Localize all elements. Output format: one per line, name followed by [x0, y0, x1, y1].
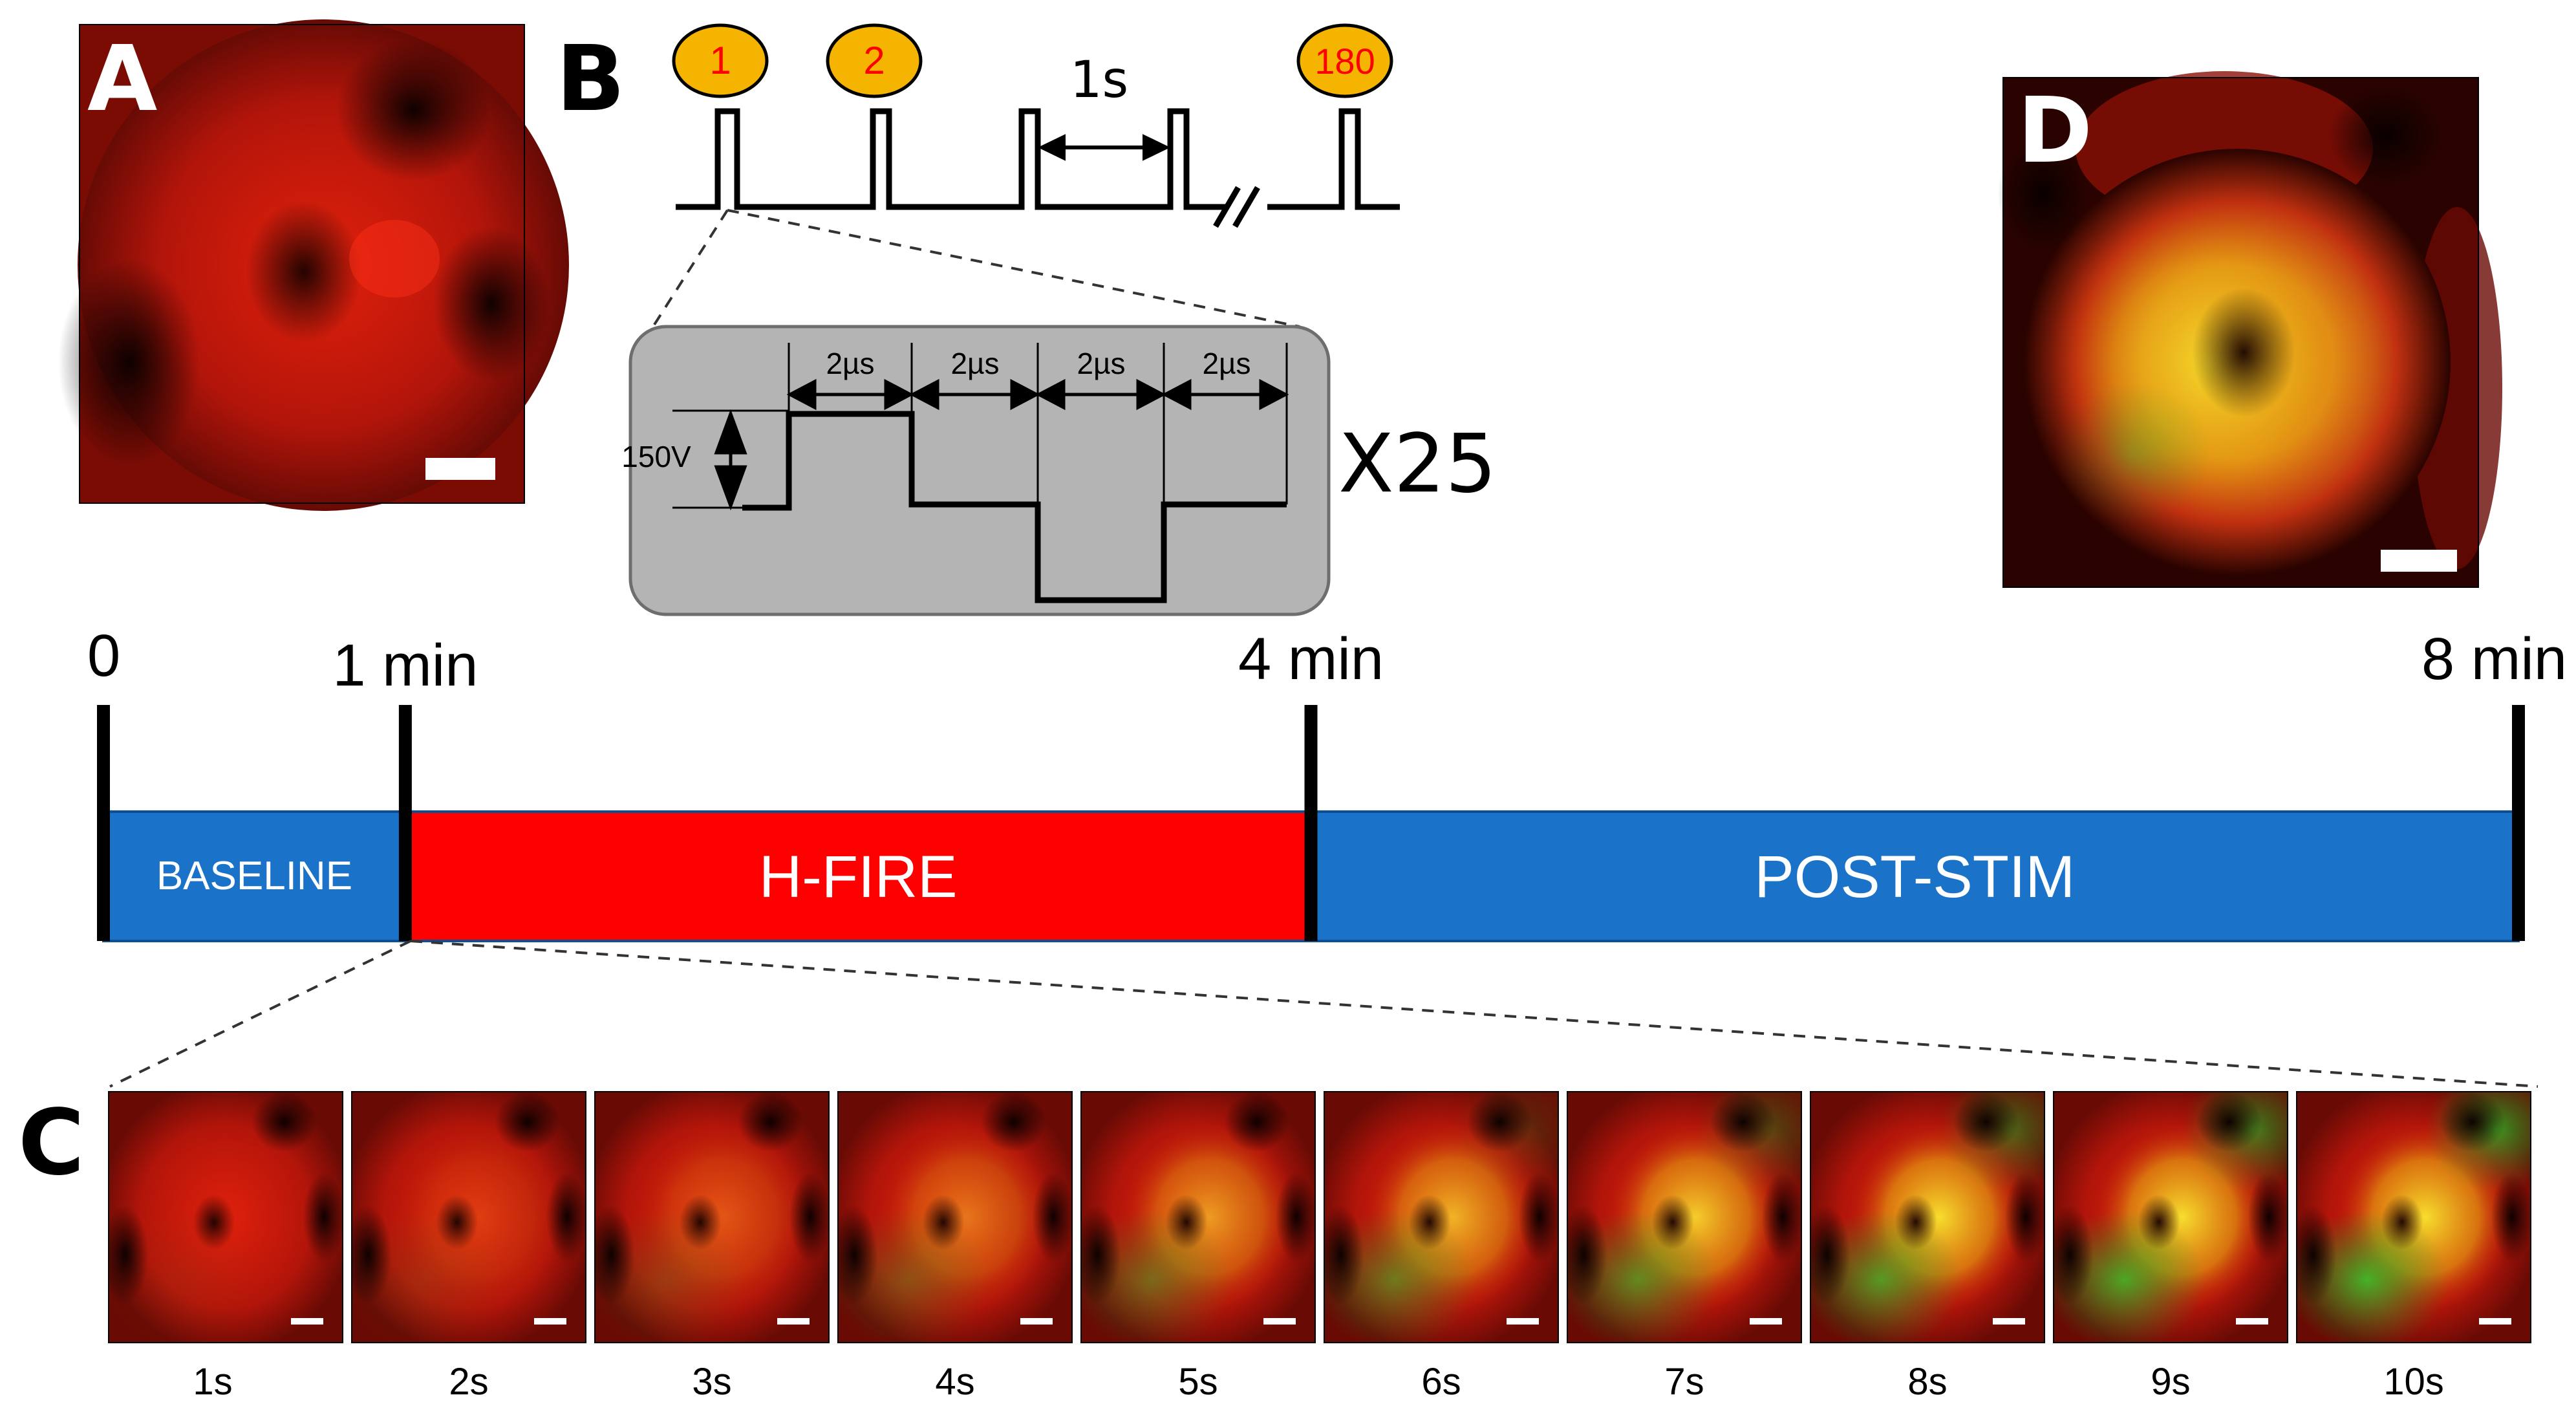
panel-a-label: A: [87, 27, 157, 132]
tick-label: 4 min: [1238, 626, 1384, 692]
frame-1s: 1s: [108, 1091, 343, 1403]
segment-label: 2µs: [1077, 347, 1125, 380]
tick-4-min: 4 min: [1238, 626, 1384, 941]
phase-bars: BASELINE H-FIRE POST-STIM: [102, 810, 2520, 942]
frame-time-label: 7s: [1664, 1361, 1704, 1403]
frame-6s: 6s: [1324, 1091, 1559, 1403]
axis-break: [1213, 186, 1241, 228]
panel-b-label: B: [556, 27, 625, 132]
frame-time-label: 9s: [2151, 1361, 2190, 1403]
segment-label: 2µs: [826, 347, 874, 380]
frame-time-label: 2s: [449, 1361, 488, 1403]
svg-text:2: 2: [863, 39, 885, 82]
frame-time-label: 8s: [1907, 1361, 1947, 1403]
frame-time-label: 5s: [1178, 1361, 1218, 1403]
frame-4s: 4s: [837, 1091, 1073, 1403]
amplitude-label: 150V: [621, 440, 691, 473]
segment-arrow: [786, 378, 914, 411]
scale-bar: [1750, 1318, 1782, 1325]
phase-label: H-FIRE: [759, 844, 958, 910]
panel-d-micrograph: [1998, 71, 2502, 588]
scale-bar: [534, 1318, 566, 1325]
pulse-marker-1: 1: [672, 23, 769, 98]
frame-time-label: 6s: [1421, 1361, 1461, 1403]
scale-bar: [2479, 1318, 2511, 1325]
scale-bar: [1020, 1318, 1053, 1325]
pulse-marker-2: 2: [826, 23, 923, 98]
frame-7s: 7s: [1567, 1091, 1802, 1403]
panel-a: A: [58, 19, 569, 511]
panel-b: B 1 2 180 1s: [556, 23, 1497, 616]
tick-label: 1 min: [332, 633, 478, 698]
segment-arrow: [1035, 378, 1166, 411]
tick-1-min: 1 min: [332, 633, 478, 941]
frame-8s: 8s: [1810, 1091, 2045, 1403]
frame-time-label: 3s: [692, 1361, 731, 1403]
scale-bar: [1993, 1318, 2025, 1325]
frame-5s: 5s: [1080, 1091, 1316, 1403]
burst-waveform-box: 150V: [621, 325, 1331, 616]
interval-label: 1s: [1070, 51, 1128, 109]
zoom-lines-frames: [109, 940, 2538, 1088]
scale-bar: [425, 458, 495, 480]
zoom-lines-burst: [652, 209, 1300, 328]
svg-text:180: 180: [1315, 41, 1375, 81]
frame-time-label: 1s: [193, 1361, 232, 1403]
scale-bar: [1263, 1318, 1296, 1325]
timeline-ticks: 0 1 min 4 min 8 min: [87, 623, 2567, 941]
panel-a-micrograph: [58, 19, 569, 511]
phase-baseline: BASELINE: [102, 810, 407, 942]
segment-label: 2µs: [950, 347, 999, 380]
tick-0-min: 0: [87, 623, 120, 941]
panel-d-label: D: [2017, 78, 2092, 184]
segment-arrow: [1161, 378, 1289, 411]
frame-time-label: 10s: [2383, 1361, 2444, 1403]
pulse-marker-180: 180: [1296, 23, 1393, 98]
scale-bar: [291, 1318, 323, 1325]
scale-bar: [2381, 550, 2457, 572]
phase-post-stim: POST-STIM: [1309, 810, 2520, 942]
frame-time-label: 4s: [935, 1361, 974, 1403]
phase-h-fire: H-FIRE: [403, 810, 1313, 942]
timeline: BASELINE H-FIRE POST-STIM 0 1 min 4 min 8 min: [87, 623, 2567, 942]
frame-strip: 1s 2s 3s 4s 5s 6s 7s 8s 9s 10s: [108, 1091, 2531, 1403]
repeat-label: X25: [1338, 417, 1497, 511]
segment-arrow: [909, 378, 1040, 411]
scale-bar: [2236, 1318, 2268, 1325]
scale-bar: [777, 1318, 810, 1325]
tick-8-min: 8 min: [2421, 626, 2567, 941]
scale-bar: [1507, 1318, 1539, 1325]
amplitude-arrow: [714, 409, 747, 511]
panel-c-label: C: [18, 1090, 85, 1196]
pulse-train: [676, 108, 1400, 228]
frame-10s: 10s: [2296, 1091, 2531, 1403]
tick-label: 8 min: [2421, 626, 2567, 692]
frame-9s: 9s: [2053, 1091, 2288, 1403]
axis-break: [1232, 186, 1260, 228]
frame-2s: 2s: [351, 1091, 586, 1403]
tick-label: 0: [87, 623, 120, 689]
segment-label: 2µs: [1202, 347, 1250, 380]
frame-3s: 3s: [594, 1091, 830, 1403]
phase-label: BASELINE: [156, 854, 352, 898]
svg-text:1: 1: [709, 39, 731, 82]
panel-d: D: [1998, 71, 2502, 588]
phase-label: POST-STIM: [1754, 844, 2075, 910]
interval-arrow: [1038, 134, 1170, 161]
